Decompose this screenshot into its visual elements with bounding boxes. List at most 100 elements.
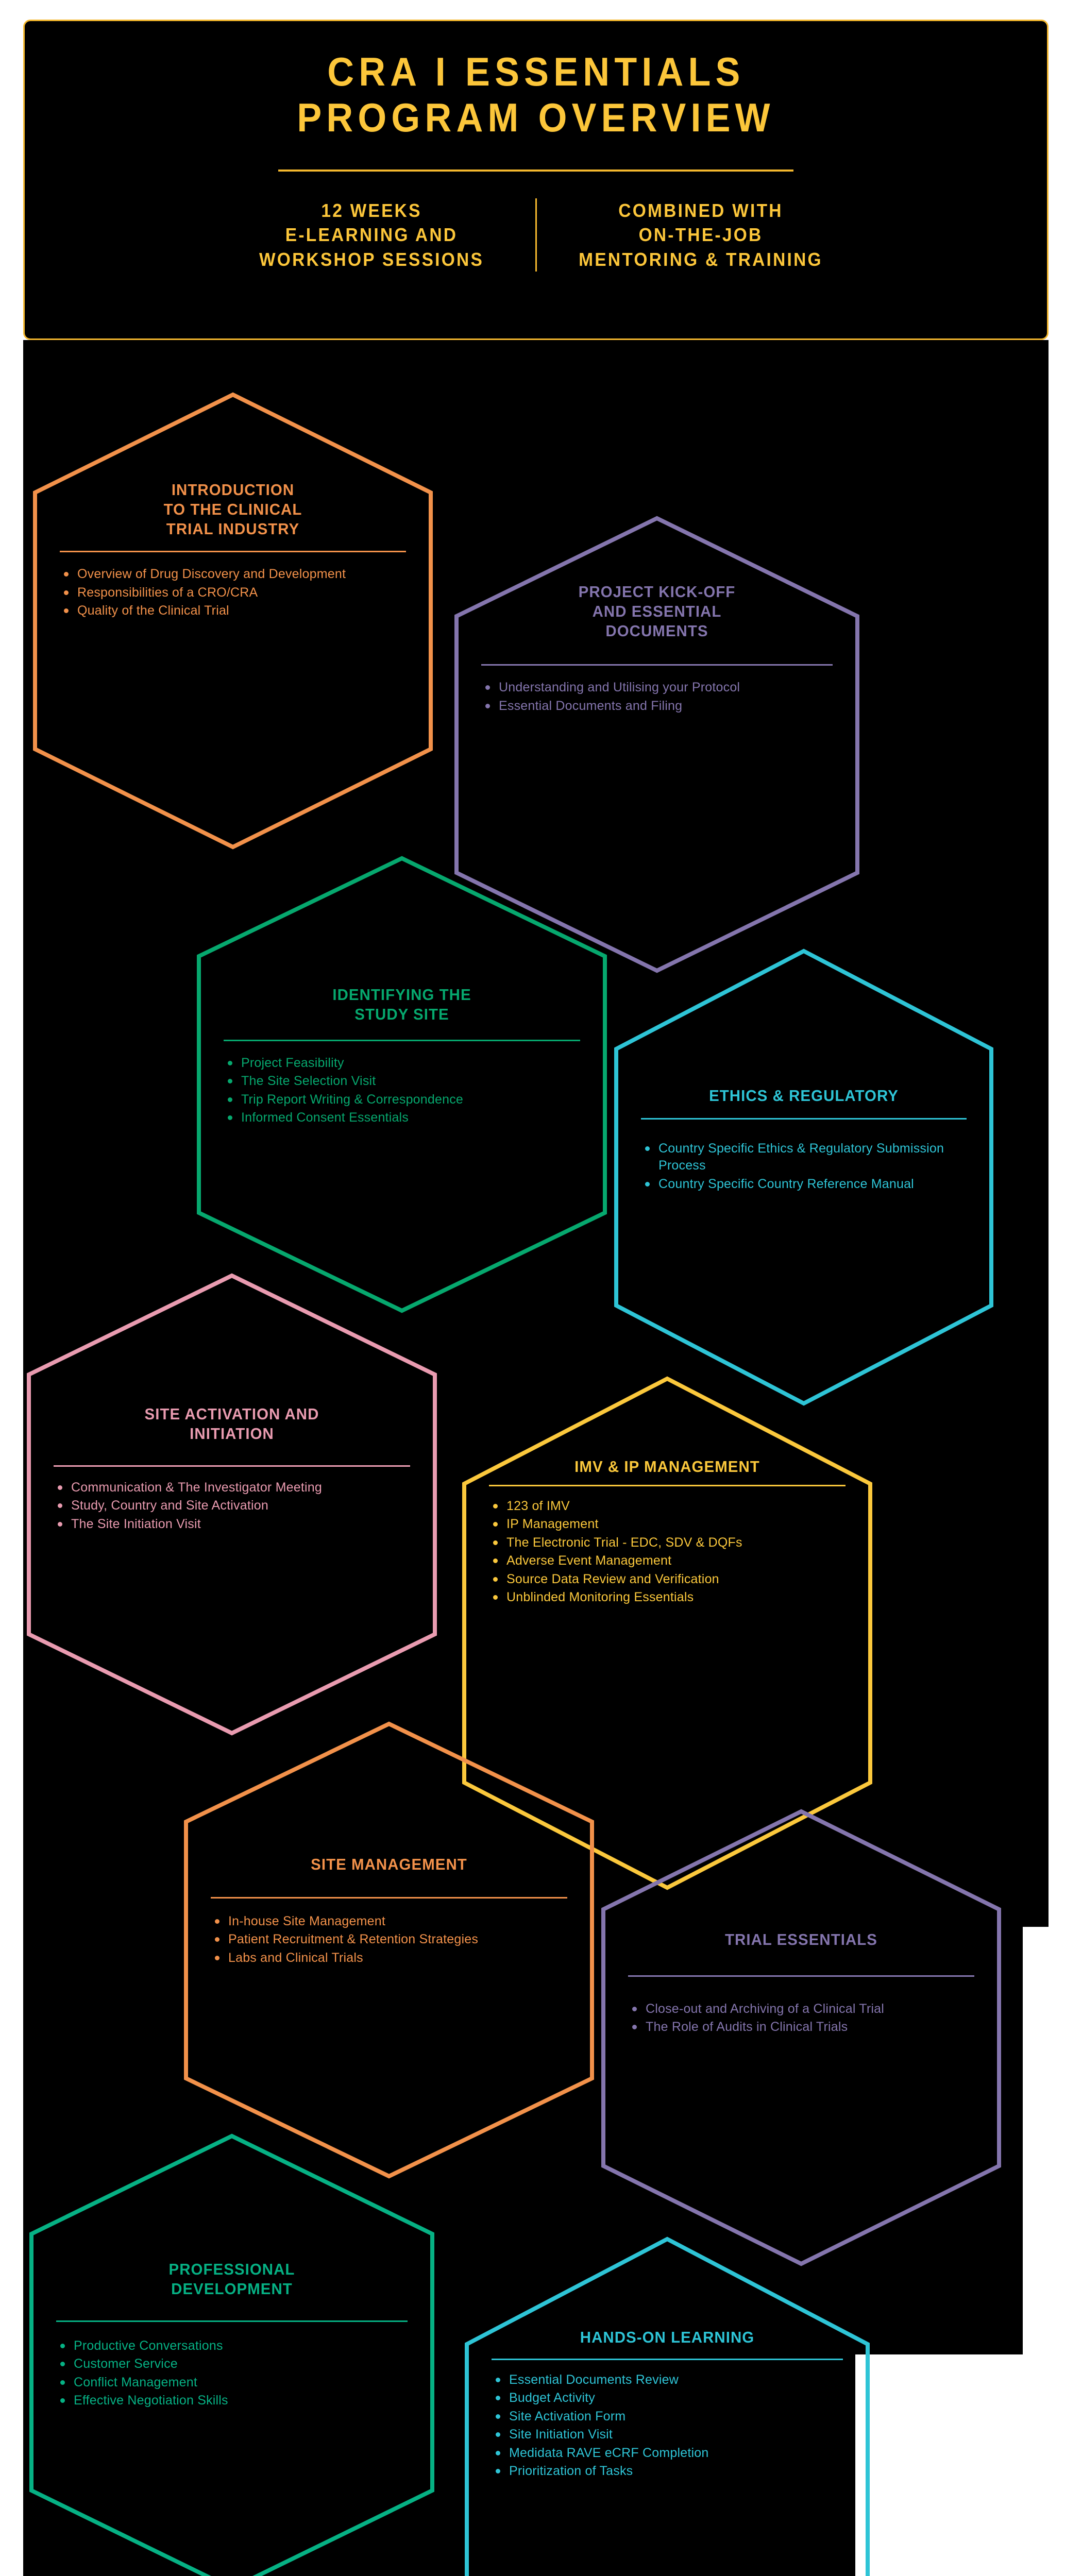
list-item: Understanding and Utilising your Protoco… xyxy=(481,679,833,697)
bullet-icon xyxy=(228,1060,232,1065)
header-column-divider xyxy=(535,198,537,272)
list-item-label: Understanding and Utilising your Protoco… xyxy=(499,680,740,695)
bullet-icon xyxy=(493,1577,498,1582)
bullet-icon xyxy=(496,2469,500,2474)
list-item-label: Trip Report Writing & Correspondence xyxy=(241,1092,463,1107)
list-item: Overview of Drug Discovery and Developme… xyxy=(60,566,406,583)
list-item: Communication & The Investigator Meeting xyxy=(54,1479,410,1497)
module-topic-list: Project Feasibility The Site Selection V… xyxy=(224,1055,580,1127)
module-rule xyxy=(211,1896,567,1899)
list-item: Country Specific Country Reference Manua… xyxy=(641,1176,967,1193)
list-item-label: Country Specific Ethics & Regulatory Sub… xyxy=(658,1141,944,1173)
module-title: SITE MANAGEMENT xyxy=(311,1855,467,1873)
module-hands-on-learning[interactable]: HANDS-ON LEARNING Essential Documents Re… xyxy=(464,2236,871,2576)
module-site-activation-and-initiation[interactable]: SITE ACTIVATION AND INITIATION Communica… xyxy=(26,1273,438,1736)
module-trial-essentials[interactable]: TRIAL ESSENTIALS Close-out and Archiving… xyxy=(600,1808,1002,2267)
header-columns: 12 WEEKS E-LEARNING AND WORKSHOP SESSION… xyxy=(25,198,1047,272)
list-item-label: IP Management xyxy=(506,1517,599,1532)
list-item: The Electronic Trial - EDC, SDV & DQFs xyxy=(489,1534,846,1552)
bullet-icon xyxy=(60,2343,65,2348)
module-rule xyxy=(628,1975,974,1977)
module-rule xyxy=(224,1039,580,1041)
module-ethics-and-regulatory[interactable]: ETHICS & REGULATORY Country Specific Eth… xyxy=(613,948,994,1406)
bullet-icon xyxy=(493,1503,498,1509)
bullet-icon xyxy=(64,572,69,577)
module-rule xyxy=(60,551,406,553)
list-item-label: Unblinded Monitoring Essentials xyxy=(506,1590,694,1605)
bullet-icon xyxy=(645,1146,650,1151)
list-item: The Role of Audits in Clinical Trials xyxy=(628,2019,974,2036)
list-item-label: Country Specific Country Reference Manua… xyxy=(658,1176,914,1191)
list-item: Project Feasibility xyxy=(224,1055,580,1072)
list-item: 123 of IMV xyxy=(489,1498,846,1515)
module-rule xyxy=(489,1484,846,1486)
module-topic-list: 123 of IMV IP Management The Electronic … xyxy=(489,1498,846,1606)
list-item: Essential Documents Review xyxy=(492,2371,843,2389)
header-mentoring-column: COMBINED WITH ON-THE-JOB MENTORING & TRA… xyxy=(578,199,823,270)
list-item: Responsibilities of a CRO/CRA xyxy=(60,584,406,602)
module-topic-list: Communication & The Investigator Meeting… xyxy=(54,1479,410,1533)
bullet-icon xyxy=(496,2377,500,2382)
hexagon-outline-icon xyxy=(601,1809,1001,2266)
list-item: Labs and Clinical Trials xyxy=(211,1950,567,1967)
list-item-label: Medidata RAVE eCRF Completion xyxy=(509,2445,709,2460)
header-title-line-1: CRA I ESSENTIALS xyxy=(327,49,745,94)
list-item-label: Communication & The Investigator Meeting xyxy=(71,1480,322,1495)
module-rule xyxy=(481,664,833,666)
module-title: ETHICS & REGULATORY xyxy=(709,1087,899,1105)
hexagon-outline-icon xyxy=(33,392,433,850)
bullet-icon xyxy=(496,2432,500,2437)
list-item-label: Patient Recruitment & Retention Strategi… xyxy=(228,1932,479,1947)
bullet-icon xyxy=(58,1521,62,1527)
bullet-icon xyxy=(632,2006,637,2011)
bullet-icon xyxy=(632,2025,637,2030)
list-item: Budget Activity xyxy=(492,2389,843,2407)
module-title: HANDS-ON LEARNING xyxy=(580,2328,755,2346)
list-item-label: Responsibilities of a CRO/CRA xyxy=(77,585,258,600)
bullet-icon xyxy=(228,1079,232,1084)
bullet-icon xyxy=(493,1595,498,1600)
list-item: Trip Report Writing & Correspondence xyxy=(224,1091,580,1109)
module-introduction-to-the-clinical-trial-industry[interactable]: INTRODUCTION TO THE CLINICAL TRIAL INDUS… xyxy=(32,392,434,850)
bullet-icon xyxy=(215,1955,219,1960)
list-item-label: Source Data Review and Verification xyxy=(506,1571,719,1586)
list-item-label: The Site Selection Visit xyxy=(241,1074,376,1089)
list-item-label: The Site Initiation Visit xyxy=(71,1516,201,1531)
list-item: Site Initiation Visit xyxy=(492,2426,843,2444)
list-item-label: Overview of Drug Discovery and Developme… xyxy=(77,567,346,582)
list-item: Site Activation Form xyxy=(492,2408,843,2426)
module-rule xyxy=(641,1117,967,1120)
list-item: The Site Selection Visit xyxy=(224,1073,580,1090)
bullet-icon xyxy=(493,1522,498,1527)
module-title: TRIAL ESSENTIALS xyxy=(725,1930,877,1948)
bullet-icon xyxy=(496,2396,500,2401)
bullet-icon xyxy=(64,608,69,614)
list-item: Essential Documents and Filing xyxy=(481,698,833,715)
bullet-icon xyxy=(60,2398,65,2403)
module-project-kick-off-and-essential-documents[interactable]: PROJECT KICK-OFF AND ESSENTIAL DOCUMENTS… xyxy=(453,515,860,974)
list-item-label: Close-out and Archiving of a Clinical Tr… xyxy=(646,2001,884,2016)
bullet-icon xyxy=(58,1485,62,1490)
module-rule xyxy=(56,2320,408,2322)
list-item-label: Essential Documents Review xyxy=(509,2372,679,2387)
module-title: INTRODUCTION TO THE CLINICAL TRIAL INDUS… xyxy=(163,481,302,538)
module-site-management[interactable]: SITE MANAGEMENT In-house Site Management… xyxy=(183,1721,595,2179)
list-item: Prioritization of Tasks xyxy=(492,2463,843,2480)
module-professional-development[interactable]: PROFESSIONAL DEVELOPMENT Productive Conv… xyxy=(28,2133,435,2576)
module-identifying-the-study-site[interactable]: IDENTIFYING THE STUDY SITE Project Feasi… xyxy=(196,855,608,1314)
list-item: Patient Recruitment & Retention Strategi… xyxy=(211,1931,567,1948)
module-title: SITE ACTIVATION AND INITIATION xyxy=(144,1405,319,1443)
bullet-icon xyxy=(496,2450,500,2455)
list-item: Medidata RAVE eCRF Completion xyxy=(492,2445,843,2462)
bullet-icon xyxy=(645,1181,650,1187)
module-topic-list: Country Specific Ethics & Regulatory Sub… xyxy=(641,1140,967,1193)
bullet-icon xyxy=(64,590,69,595)
bullet-icon xyxy=(496,2414,500,2419)
module-topic-list: Essential Documents Review Budget Activi… xyxy=(492,2371,843,2480)
list-item: Productive Conversations xyxy=(56,2337,408,2355)
list-item-label: Essential Documents and Filing xyxy=(499,698,683,713)
list-item-label: Adverse Event Management xyxy=(506,1553,672,1568)
list-item: In-house Site Management xyxy=(211,1913,567,1930)
bullet-icon xyxy=(215,1937,219,1942)
